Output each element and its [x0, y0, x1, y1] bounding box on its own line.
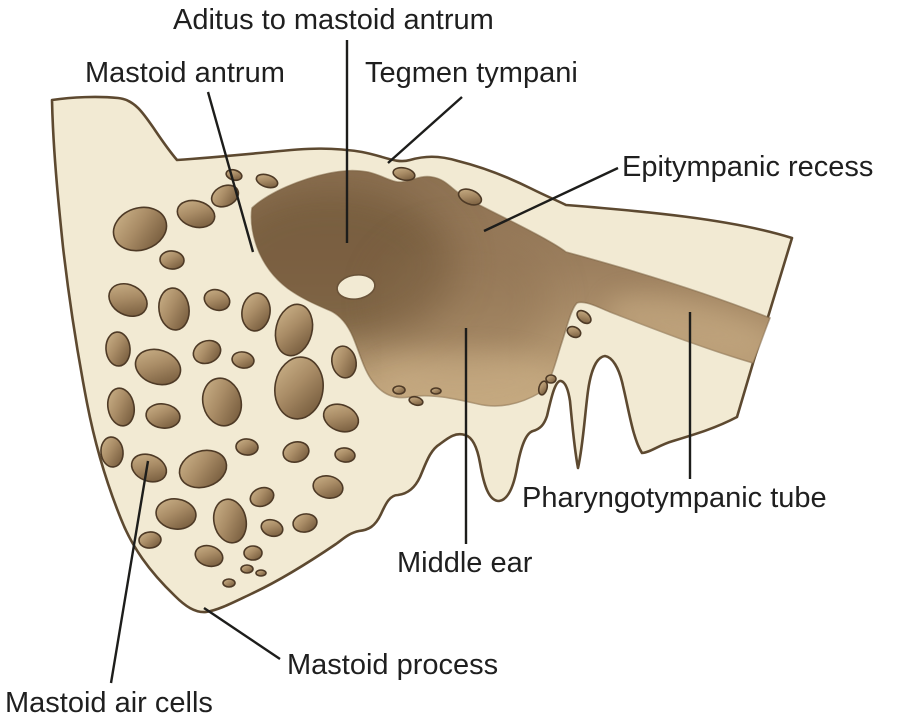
leader-tegmen-tympani: [387, 96, 463, 164]
air-cell: [240, 564, 254, 574]
air-cell: [159, 250, 185, 270]
air-cell: [392, 166, 416, 182]
middle-ear-shadow: [380, 235, 550, 365]
air-cell: [457, 188, 483, 206]
air-cell: [566, 325, 582, 339]
air-cell: [312, 474, 344, 500]
leader-epitympanic-recess: [483, 166, 619, 233]
bone-island: [336, 274, 376, 300]
air-cell: [210, 184, 240, 208]
air-cell: [134, 348, 182, 386]
air-cell: [392, 385, 406, 395]
air-cell: [112, 206, 168, 252]
air-cell: [241, 292, 271, 332]
air-cell: [292, 513, 318, 533]
air-cell: [545, 374, 557, 384]
air-cell: [430, 387, 442, 395]
air-cell: [176, 199, 216, 229]
air-cell: [274, 356, 324, 420]
leader-mastoid-air-cells: [109, 460, 150, 684]
air-cell: [100, 436, 124, 468]
label-pharyngotympanic-tube: Pharyngotympanic tube: [522, 482, 827, 514]
label-middle-ear: Middle ear: [397, 547, 533, 579]
air-cell: [108, 282, 148, 318]
air-cell: [322, 403, 360, 433]
label-mastoid-air-cells: Mastoid air cells: [5, 687, 213, 719]
air-cell: [282, 441, 310, 463]
air-cell: [194, 544, 224, 568]
air-cell: [334, 447, 356, 463]
air-cell: [260, 518, 284, 538]
air-cell: [576, 309, 592, 325]
label-mastoid-antrum: Mastoid antrum: [85, 57, 285, 89]
air-cell: [274, 303, 314, 357]
air-cell: [105, 331, 131, 367]
air-cell: [203, 288, 231, 312]
air-cell: [212, 498, 248, 544]
air-cell: [255, 173, 279, 189]
leader-mastoid-process: [203, 607, 281, 660]
air-cell: [231, 351, 255, 369]
air-cell: [330, 345, 358, 379]
label-aditus: Aditus to mastoid antrum: [173, 4, 494, 36]
air-cell: [235, 438, 259, 456]
air-cell: [243, 545, 263, 561]
air-cell: [255, 569, 267, 577]
air-cell: [249, 486, 275, 508]
leader-mastoid-antrum: [206, 91, 255, 253]
air-cell: [537, 380, 549, 396]
label-tegmen-tympani: Tegmen tympani: [365, 57, 578, 89]
leader-lines: [109, 40, 692, 684]
air-cell: [222, 578, 236, 588]
air-cell: [408, 395, 424, 407]
air-cell: [106, 387, 136, 427]
air-cell: [158, 287, 190, 331]
air-cell: [192, 339, 222, 365]
air-cell: [201, 377, 243, 427]
air-cell: [178, 449, 228, 489]
air-cell: [155, 498, 197, 530]
air-cell: [138, 531, 162, 549]
air-cell: [145, 403, 181, 429]
mastoid-air-cells-group: [100, 166, 592, 588]
label-mastoid-process: Mastoid process: [287, 649, 499, 681]
label-epitympanic-recess: Epitympanic recess: [622, 151, 874, 183]
